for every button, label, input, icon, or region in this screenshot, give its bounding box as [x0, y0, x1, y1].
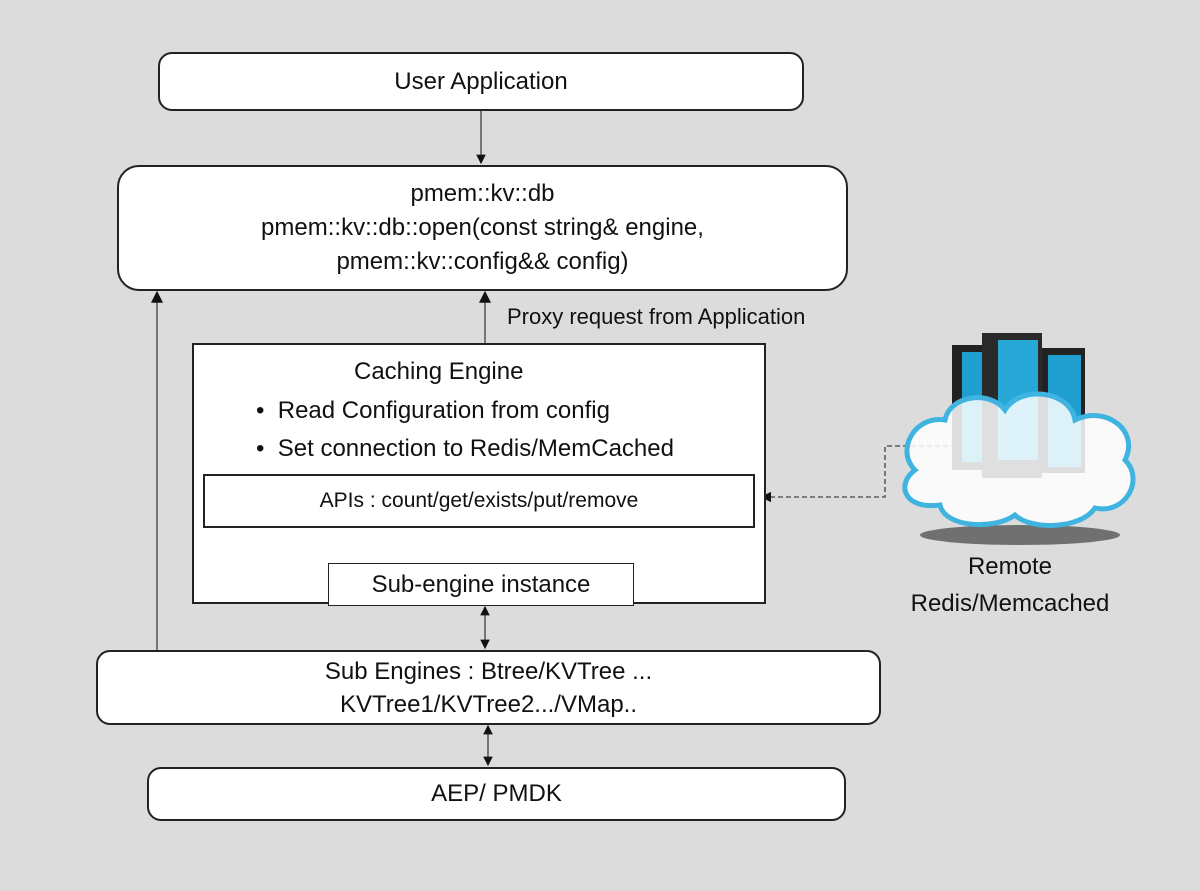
- caching-engine-box: Caching Engine • Read Configuration from…: [192, 343, 766, 604]
- aep-pmdk-box: AEP/ PMDK: [147, 767, 846, 821]
- db-line-3: pmem::kv::config&& config): [336, 248, 629, 275]
- remote-line-1: Remote: [967, 553, 1053, 580]
- user-application-label: User Application: [394, 67, 568, 95]
- sub-engines-line-2: KVTree1/KVTree2.../VMap..: [339, 690, 637, 718]
- sub-engines-box: Sub Engines : Btree/KVTree ... KVTree1/K…: [96, 650, 881, 725]
- caching-engine-title: Caching Engine: [354, 358, 524, 385]
- dashed-remote-link: [760, 440, 1014, 503]
- apis-label: APIs : count/get/exists/put/remove: [319, 489, 639, 512]
- remote-line-2: Redis/Memcached: [910, 590, 1110, 617]
- sub-engine-instance-box: Sub-engine instance: [328, 563, 634, 606]
- aep-pmdk-label: AEP/ PMDK: [431, 780, 562, 807]
- bullet-text: Set connection to Redis/MemCached: [277, 435, 674, 462]
- db-line-1: pmem::kv::db: [410, 180, 555, 207]
- cloud-shape: [902, 391, 1136, 528]
- remote-label: Remote Redis/Memcached: [890, 548, 1130, 622]
- sub-engines-line-1: Sub Engines : Btree/KVTree ...: [324, 657, 653, 685]
- db-line-2: pmem::kv::db::open(const string& engine,: [261, 214, 704, 241]
- bullet-item: • Read Configuration from config: [256, 397, 610, 424]
- apis-box: APIs : count/get/exists/put/remove: [203, 474, 755, 528]
- sub-engine-instance-label: Sub-engine instance: [371, 570, 591, 598]
- bullet-item: • Set connection to Redis/MemCached: [256, 435, 674, 462]
- bullet-text: Read Configuration from config: [277, 397, 610, 424]
- pmem-kv-db-box: pmem::kv::db pmem::kv::db::open(const st…: [117, 165, 848, 291]
- cloud-server-icon: [902, 333, 1136, 545]
- proxy-request-label: Proxy request from Application: [507, 304, 806, 329]
- user-application-box: User Application: [158, 52, 804, 111]
